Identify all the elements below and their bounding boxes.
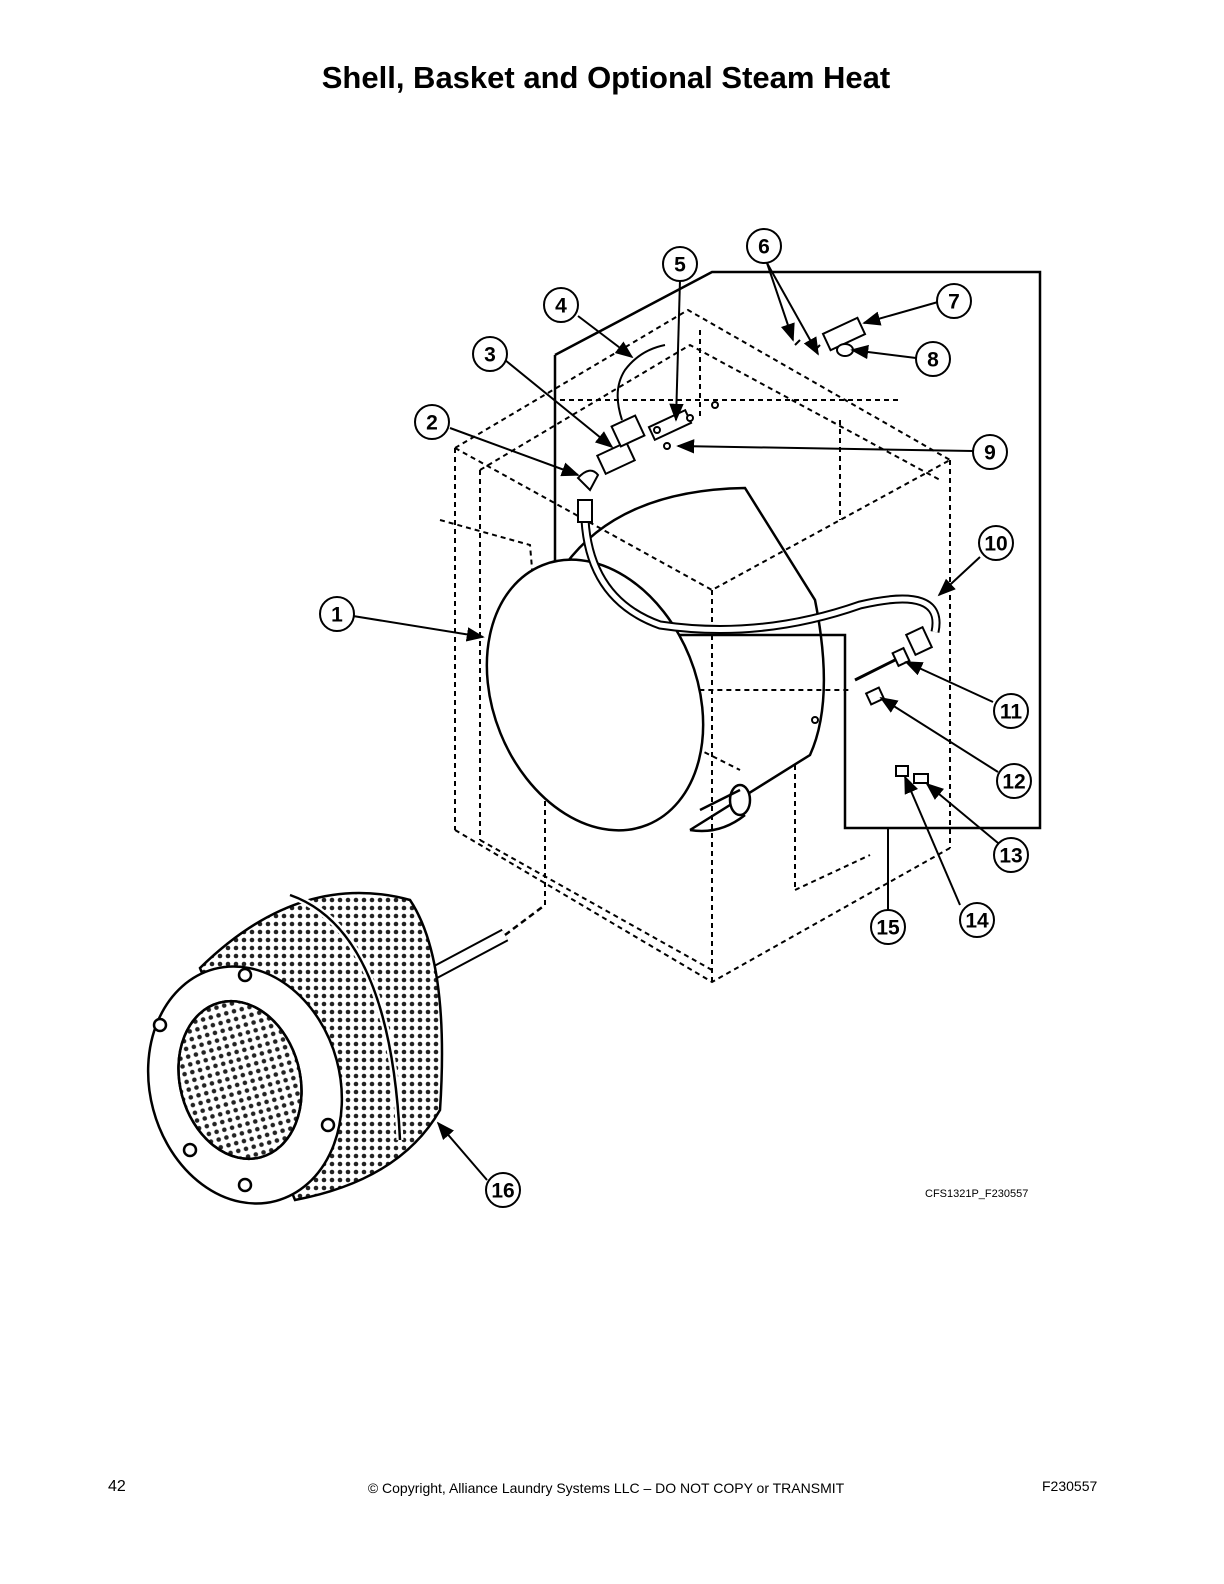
callout-number: 8: [927, 349, 939, 372]
callout-8: 8: [915, 341, 951, 377]
callout-15: 15: [870, 909, 906, 945]
callout-1: 1: [319, 596, 355, 632]
page-title: Shell, Basket and Optional Steam Heat: [321, 60, 891, 95]
callout-14: 14: [959, 902, 995, 938]
callout-number: 7: [948, 291, 960, 314]
callout-number: 10: [984, 533, 1007, 556]
callout-2: 2: [414, 404, 450, 440]
basket: [146, 891, 546, 1205]
callout-number: 5: [674, 254, 686, 277]
callout-number: 6: [758, 236, 770, 259]
callout-number: 9: [984, 442, 996, 465]
callout-10: 10: [978, 525, 1014, 561]
callout-13: 13: [993, 837, 1029, 873]
page-number: 42: [108, 1478, 126, 1495]
callout-7: 7: [936, 283, 972, 319]
callout-16: 16: [485, 1172, 521, 1208]
callout-3: 3: [472, 336, 508, 372]
document-id: F230557: [1042, 1478, 1098, 1494]
steam-hose: [577, 499, 941, 657]
figure-id: CFS1321P_F230557: [925, 1188, 1029, 1200]
callout-number: 14: [965, 910, 989, 933]
shell-drum: [485, 486, 826, 833]
callout-12: 12: [996, 763, 1032, 799]
leader-lines: [352, 262, 999, 1181]
callout-6: 6: [746, 228, 782, 264]
callout-number: 1: [331, 604, 343, 627]
callout-number: 12: [1002, 771, 1025, 794]
callout-number: 2: [426, 412, 438, 435]
steam-valve-assembly: [576, 344, 719, 492]
callout-number: 4: [555, 295, 567, 318]
callout-number: 16: [491, 1180, 514, 1203]
callout-4: 4: [543, 287, 579, 323]
callout-number: 15: [876, 917, 900, 940]
copyright-notice: © Copyright, Alliance Laundry Systems LL…: [367, 1480, 845, 1496]
callout-number: 3: [484, 344, 496, 367]
callout-11: 11: [993, 693, 1029, 729]
callout-number: 11: [1000, 701, 1023, 724]
callout-9: 9: [972, 434, 1008, 470]
callout-5: 5: [662, 246, 698, 282]
callout-number: 13: [999, 845, 1022, 868]
